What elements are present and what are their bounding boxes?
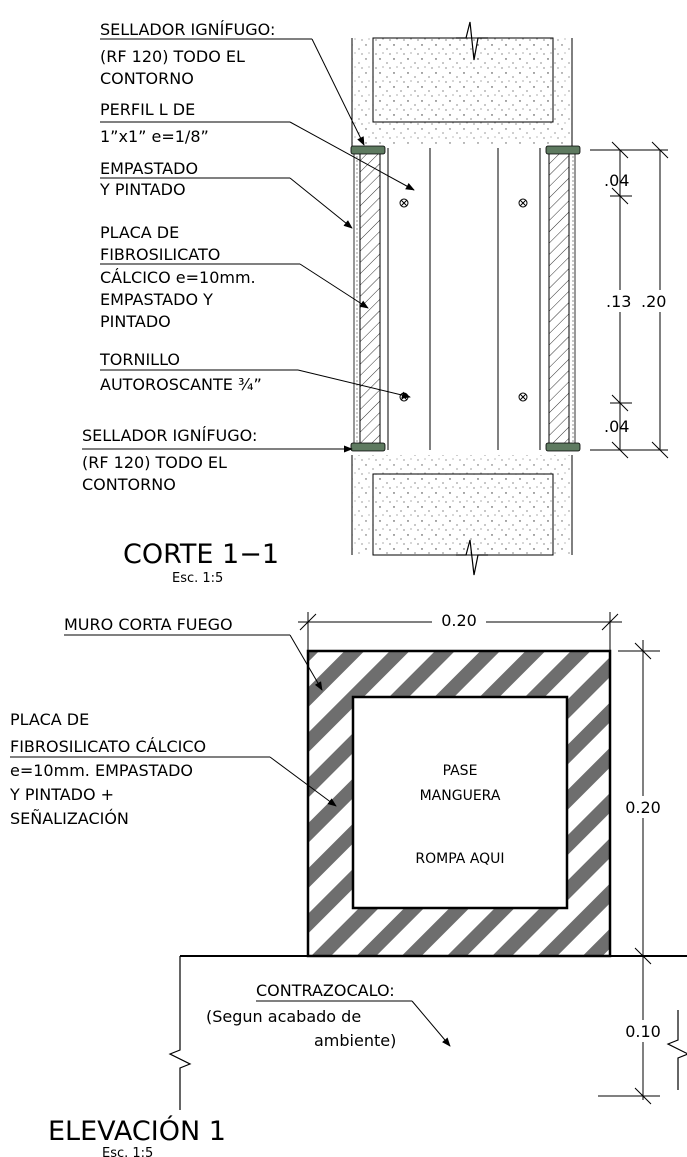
label-elev-placa-2: FIBROSILICATO CÁLCICO	[10, 737, 206, 756]
screw-icon	[518, 392, 528, 402]
screw-icon	[399, 198, 409, 208]
label-placa-5: PINTADO	[100, 312, 171, 331]
dim-height: 0.20	[625, 798, 661, 817]
section-title: CORTE 1−1	[123, 539, 279, 570]
hose-pass-panel	[351, 695, 569, 910]
dim-width: 0.20	[441, 611, 477, 630]
label-sellador-top-2: (RF 120) TODO EL	[100, 47, 245, 66]
break-line-right	[666, 1010, 687, 1090]
screw-icon	[399, 392, 409, 402]
dim-bottom: .04	[604, 417, 629, 436]
label-placa-4: EMPASTADO Y	[100, 290, 213, 309]
concrete-block-bottom	[372, 473, 554, 556]
label-tornillo-2: AUTOROSCANTE ¾”	[100, 375, 262, 394]
section-drawing: .04 .13 .20 .04 SELLADOR IGNÍFUGO: (RF 1…	[82, 20, 669, 586]
seal-top-left	[350, 145, 386, 155]
label-sellador-bottom-1: SELLADOR IGNÍFUGO:	[82, 426, 257, 445]
label-elev-placa-1: PLACA DE	[10, 710, 89, 729]
label-tornillo-1: TORNILLO	[99, 350, 180, 369]
label-sellador-bottom-3: CONTORNO	[82, 475, 176, 494]
dim-top: .04	[604, 171, 629, 190]
right-fibro-panel	[548, 152, 570, 446]
break-line-top	[456, 21, 488, 61]
label-muro: MURO CORTA FUEGO	[64, 615, 233, 634]
concrete-block-top	[372, 37, 554, 123]
label-placa-2: FIBROSILICATO	[100, 245, 220, 264]
label-contrazocalo-3: ambiente)	[314, 1031, 396, 1050]
label-placa-1: PLACA DE	[100, 223, 179, 242]
label-perfil-1: PERFIL L DE	[100, 100, 195, 119]
dim-base: 0.10	[625, 1022, 661, 1041]
label-sellador-top-3: CONTORNO	[100, 69, 194, 88]
label-rompa-aqui: ROMPA AQUI	[415, 851, 504, 867]
label-perfil-2: 1”x1” e=1/8”	[100, 127, 209, 146]
break-line-bottom	[456, 539, 488, 576]
screw-icon	[518, 198, 528, 208]
label-empastado-1: EMPASTADO	[100, 159, 198, 178]
label-elev-placa-3: e=10mm. EMPASTADO	[10, 761, 193, 780]
section-labels: SELLADOR IGNÍFUGO: (RF 120) TODO EL CONT…	[82, 20, 415, 494]
section-scale: Esc. 1:5	[172, 571, 223, 586]
label-contrazocalo-2: (Segun acabado de	[206, 1007, 361, 1026]
label-elev-placa-5: SEÑALIZACIÓN	[10, 809, 129, 828]
left-fibro-panel	[359, 152, 381, 446]
elevation-scale: Esc. 1:5	[102, 1146, 153, 1157]
seal-top-right	[545, 145, 581, 155]
seal-bottom-left	[350, 442, 386, 452]
dim-total: .20	[641, 292, 666, 311]
elevation-title: ELEVACIÓN 1	[48, 1115, 226, 1147]
label-empastado-2: Y PINTADO	[99, 180, 186, 199]
label-contrazocalo-1: CONTRAZOCALO:	[256, 981, 395, 1000]
right-paint-layer	[568, 152, 576, 446]
label-placa-3: CÁLCICO e=10mm.	[100, 268, 256, 287]
dim-middle: .13	[606, 292, 631, 311]
elevation-drawing: PASE MANGUERA ROMPA AQUI 0.20 0.20	[9, 610, 687, 1157]
label-pase: PASE	[443, 763, 478, 779]
seal-bottom-right	[545, 442, 581, 452]
label-manguera: MANGUERA	[420, 788, 501, 804]
break-line-left	[168, 956, 192, 1110]
label-sellador-top-1: SELLADOR IGNÍFUGO:	[100, 20, 275, 39]
label-elev-placa-4: Y PINTADO +	[9, 785, 114, 804]
label-sellador-bottom-2: (RF 120) TODO EL	[82, 453, 227, 472]
